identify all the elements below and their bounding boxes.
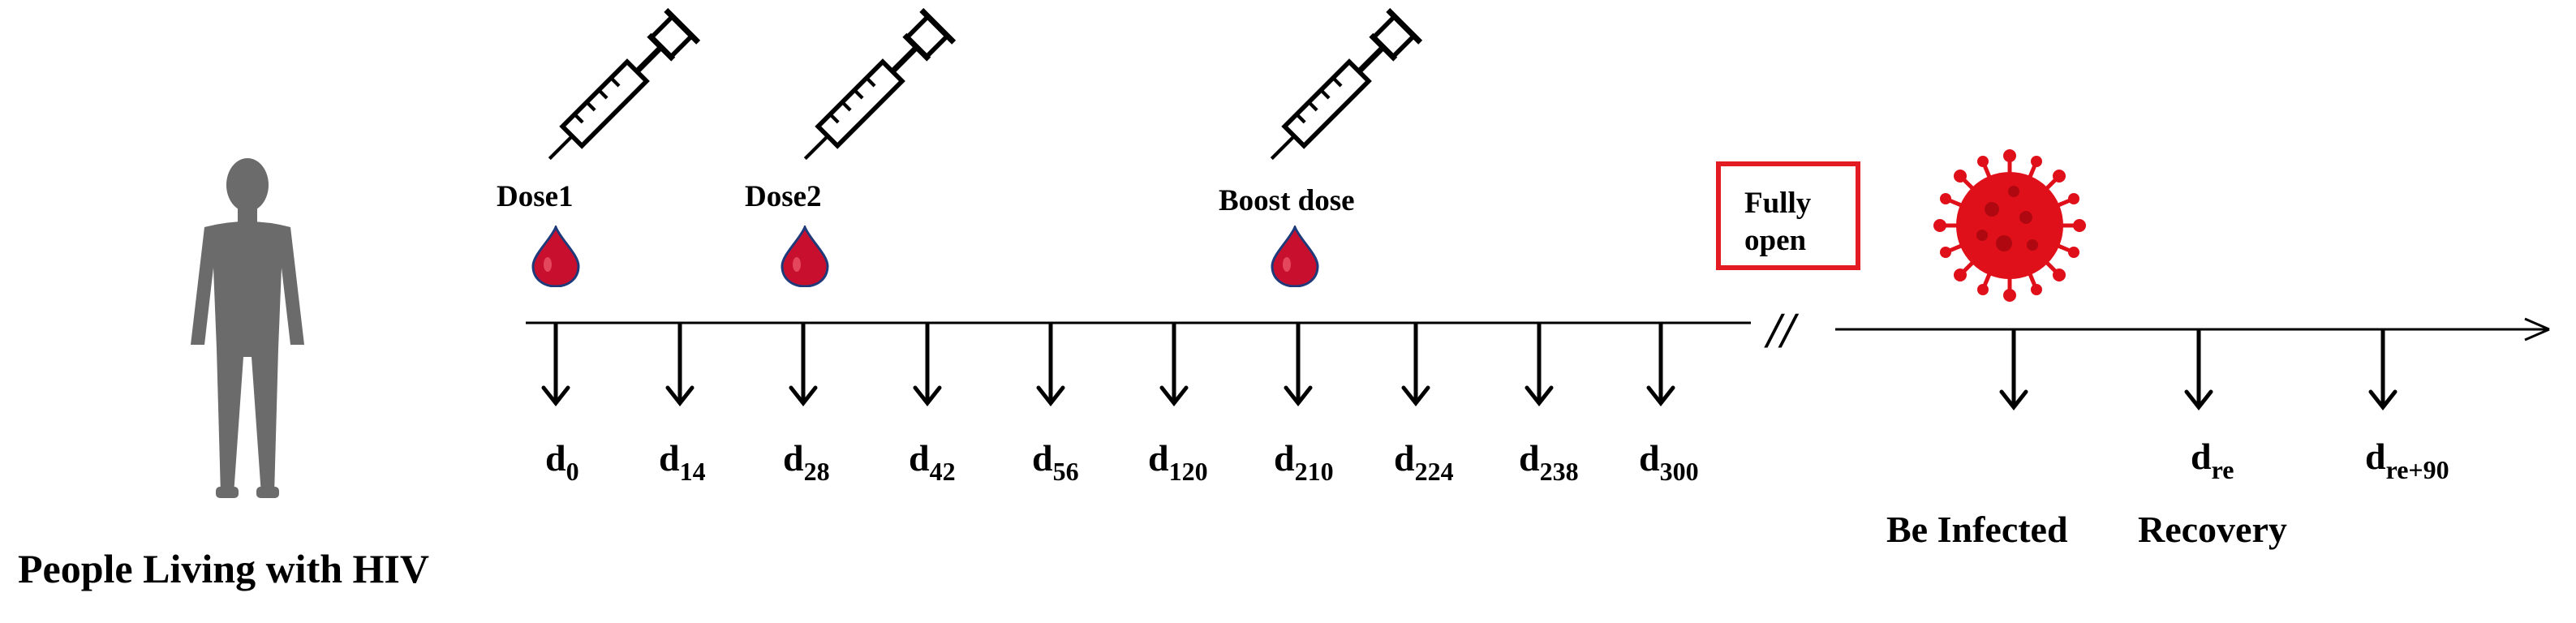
syringe-icon <box>789 10 953 174</box>
fully-open-box <box>1716 161 1860 270</box>
timepoint-arrows <box>541 322 2398 411</box>
virus-icon <box>1933 149 2086 302</box>
timepoint-label: d238 <box>1519 437 1579 486</box>
timepoint-label: dre <box>2191 436 2234 484</box>
blood-drop-icon <box>781 226 829 287</box>
fully-open-label: Fully <box>1744 187 1812 220</box>
timeline-arrowhead <box>2524 328 2550 342</box>
event-label: Recovery <box>2138 509 2287 550</box>
dose-label: Dose2 <box>745 180 822 213</box>
blood-drop-icon <box>531 226 580 287</box>
dose-label: Dose1 <box>497 180 574 213</box>
person-silhouette-icon <box>191 158 304 498</box>
axis-break-mark: // <box>1764 303 1799 359</box>
timepoint-label: d224 <box>1394 437 1454 486</box>
timepoint-label: d14 <box>659 437 706 486</box>
syringe-icon <box>533 10 698 174</box>
timepoint-label: d120 <box>1148 437 1208 486</box>
timepoint-label: d300 <box>1639 437 1699 486</box>
timepoint-label: d28 <box>783 437 830 486</box>
subject-label: People Living with HIV <box>18 546 429 591</box>
timepoint-label: d42 <box>909 437 956 486</box>
timepoint-label: d56 <box>1032 437 1079 486</box>
event-label: Be Infected <box>1886 509 2068 550</box>
timepoint-label: d210 <box>1274 437 1334 486</box>
timepoint-label: dre+90 <box>2365 436 2449 484</box>
timepoint-label: d0 <box>545 437 579 486</box>
blood-drop-icon <box>1271 226 1319 287</box>
syringe-icon <box>1255 10 1420 174</box>
dose-label: Boost dose <box>1219 184 1355 217</box>
timeline-arrowhead <box>2524 317 2550 331</box>
fully-open-label: open <box>1744 224 1807 257</box>
